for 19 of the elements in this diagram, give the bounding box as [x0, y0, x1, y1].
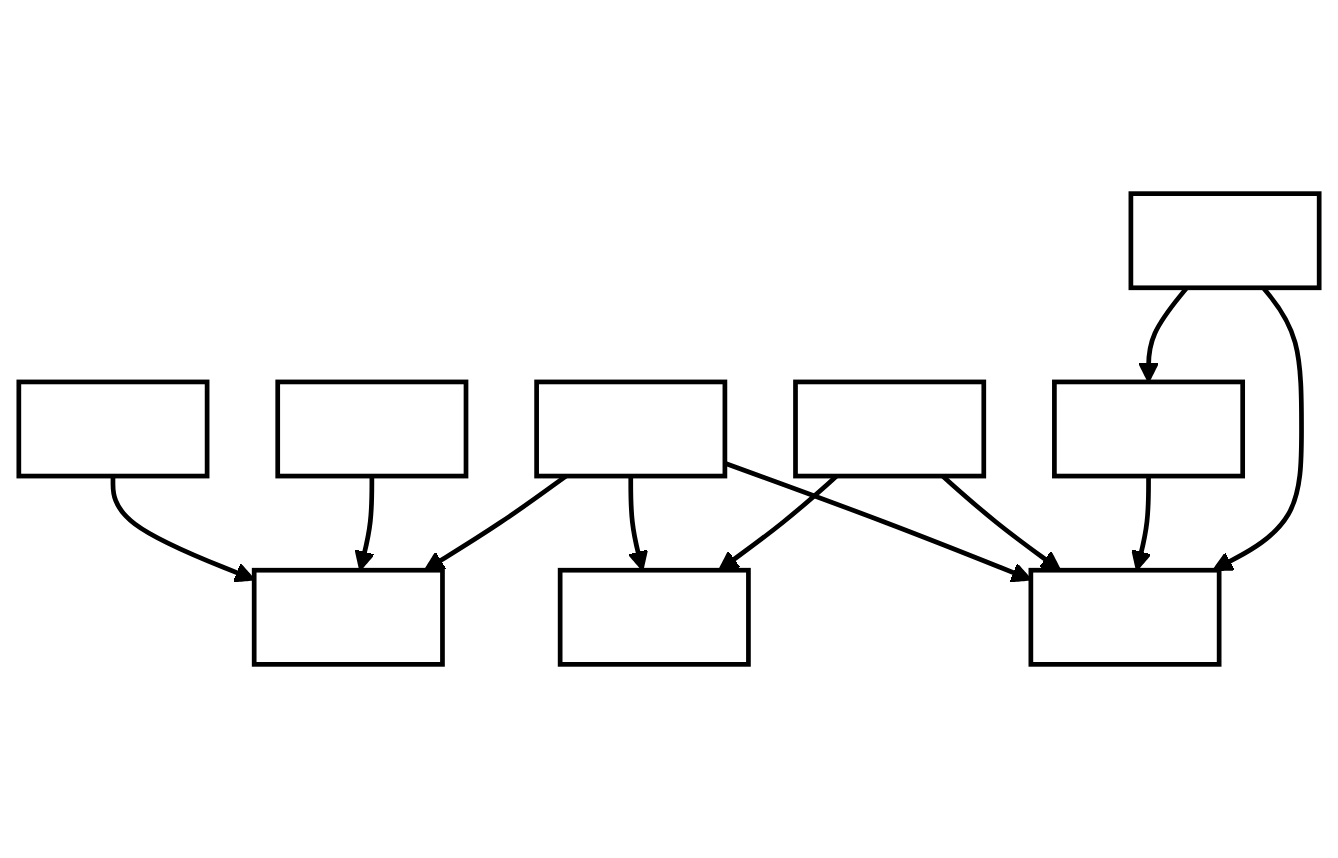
arrow: [110, 476, 256, 583]
node-box: [534, 379, 728, 479]
node-box: [1128, 191, 1322, 291]
arrow: [1212, 286, 1304, 572]
node-box: [275, 379, 469, 479]
arrow: [1138, 286, 1189, 383]
arrow: [354, 476, 375, 572]
node-box: [793, 379, 987, 479]
node-box: [557, 567, 751, 667]
node-box: [1052, 379, 1246, 479]
arrow: [1131, 476, 1152, 572]
node-box: [1028, 567, 1222, 667]
arrow: [724, 461, 1032, 583]
arrow: [423, 474, 568, 572]
arrow: [941, 474, 1062, 572]
arrow: [627, 476, 649, 572]
node-box: [16, 379, 210, 479]
arrow: [718, 474, 839, 572]
node-box: [251, 567, 445, 667]
